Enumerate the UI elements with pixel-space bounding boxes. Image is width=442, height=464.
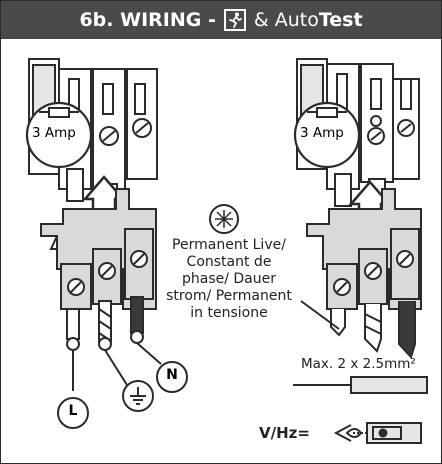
fuse-rating-left: 3 Amp <box>32 125 76 141</box>
terminal-live-circle <box>57 397 89 429</box>
live-pointer-line <box>300 300 340 330</box>
header-title-prefix: 6b. WIRING - <box>79 9 216 31</box>
right-terminal-block <box>306 188 422 359</box>
header-title-middle: & Auto <box>253 9 319 31</box>
live-warning-icon <box>209 204 239 234</box>
max-wire-size: Max. 2 x 2.5mm² <box>301 356 416 372</box>
terminal-neutral-label: N <box>166 367 178 383</box>
vhz-label: V/Hz= <box>259 424 310 442</box>
permanent-live-note: Permanent Live/ Constant de phase/ Dauer… <box>166 237 292 321</box>
left-terminal-block <box>40 188 157 342</box>
earth-icon <box>122 380 154 412</box>
terminal-live-label: L <box>68 403 78 419</box>
cable-strip-icon <box>293 376 428 394</box>
right-fuse-circle <box>293 101 361 169</box>
wire-leads <box>66 330 162 391</box>
left-fuse-circle <box>25 101 93 169</box>
running-person-icon <box>223 9 246 31</box>
section-header: 6b. WIRING - & Auto Test <box>1 1 441 39</box>
fuse-rating-right: 3 Amp <box>300 125 344 141</box>
wiring-diagram <box>25 58 428 444</box>
terminal-neutral-circle <box>156 361 188 393</box>
header-title-suffix: Test <box>318 9 363 31</box>
eye-tester-icon <box>333 422 422 444</box>
